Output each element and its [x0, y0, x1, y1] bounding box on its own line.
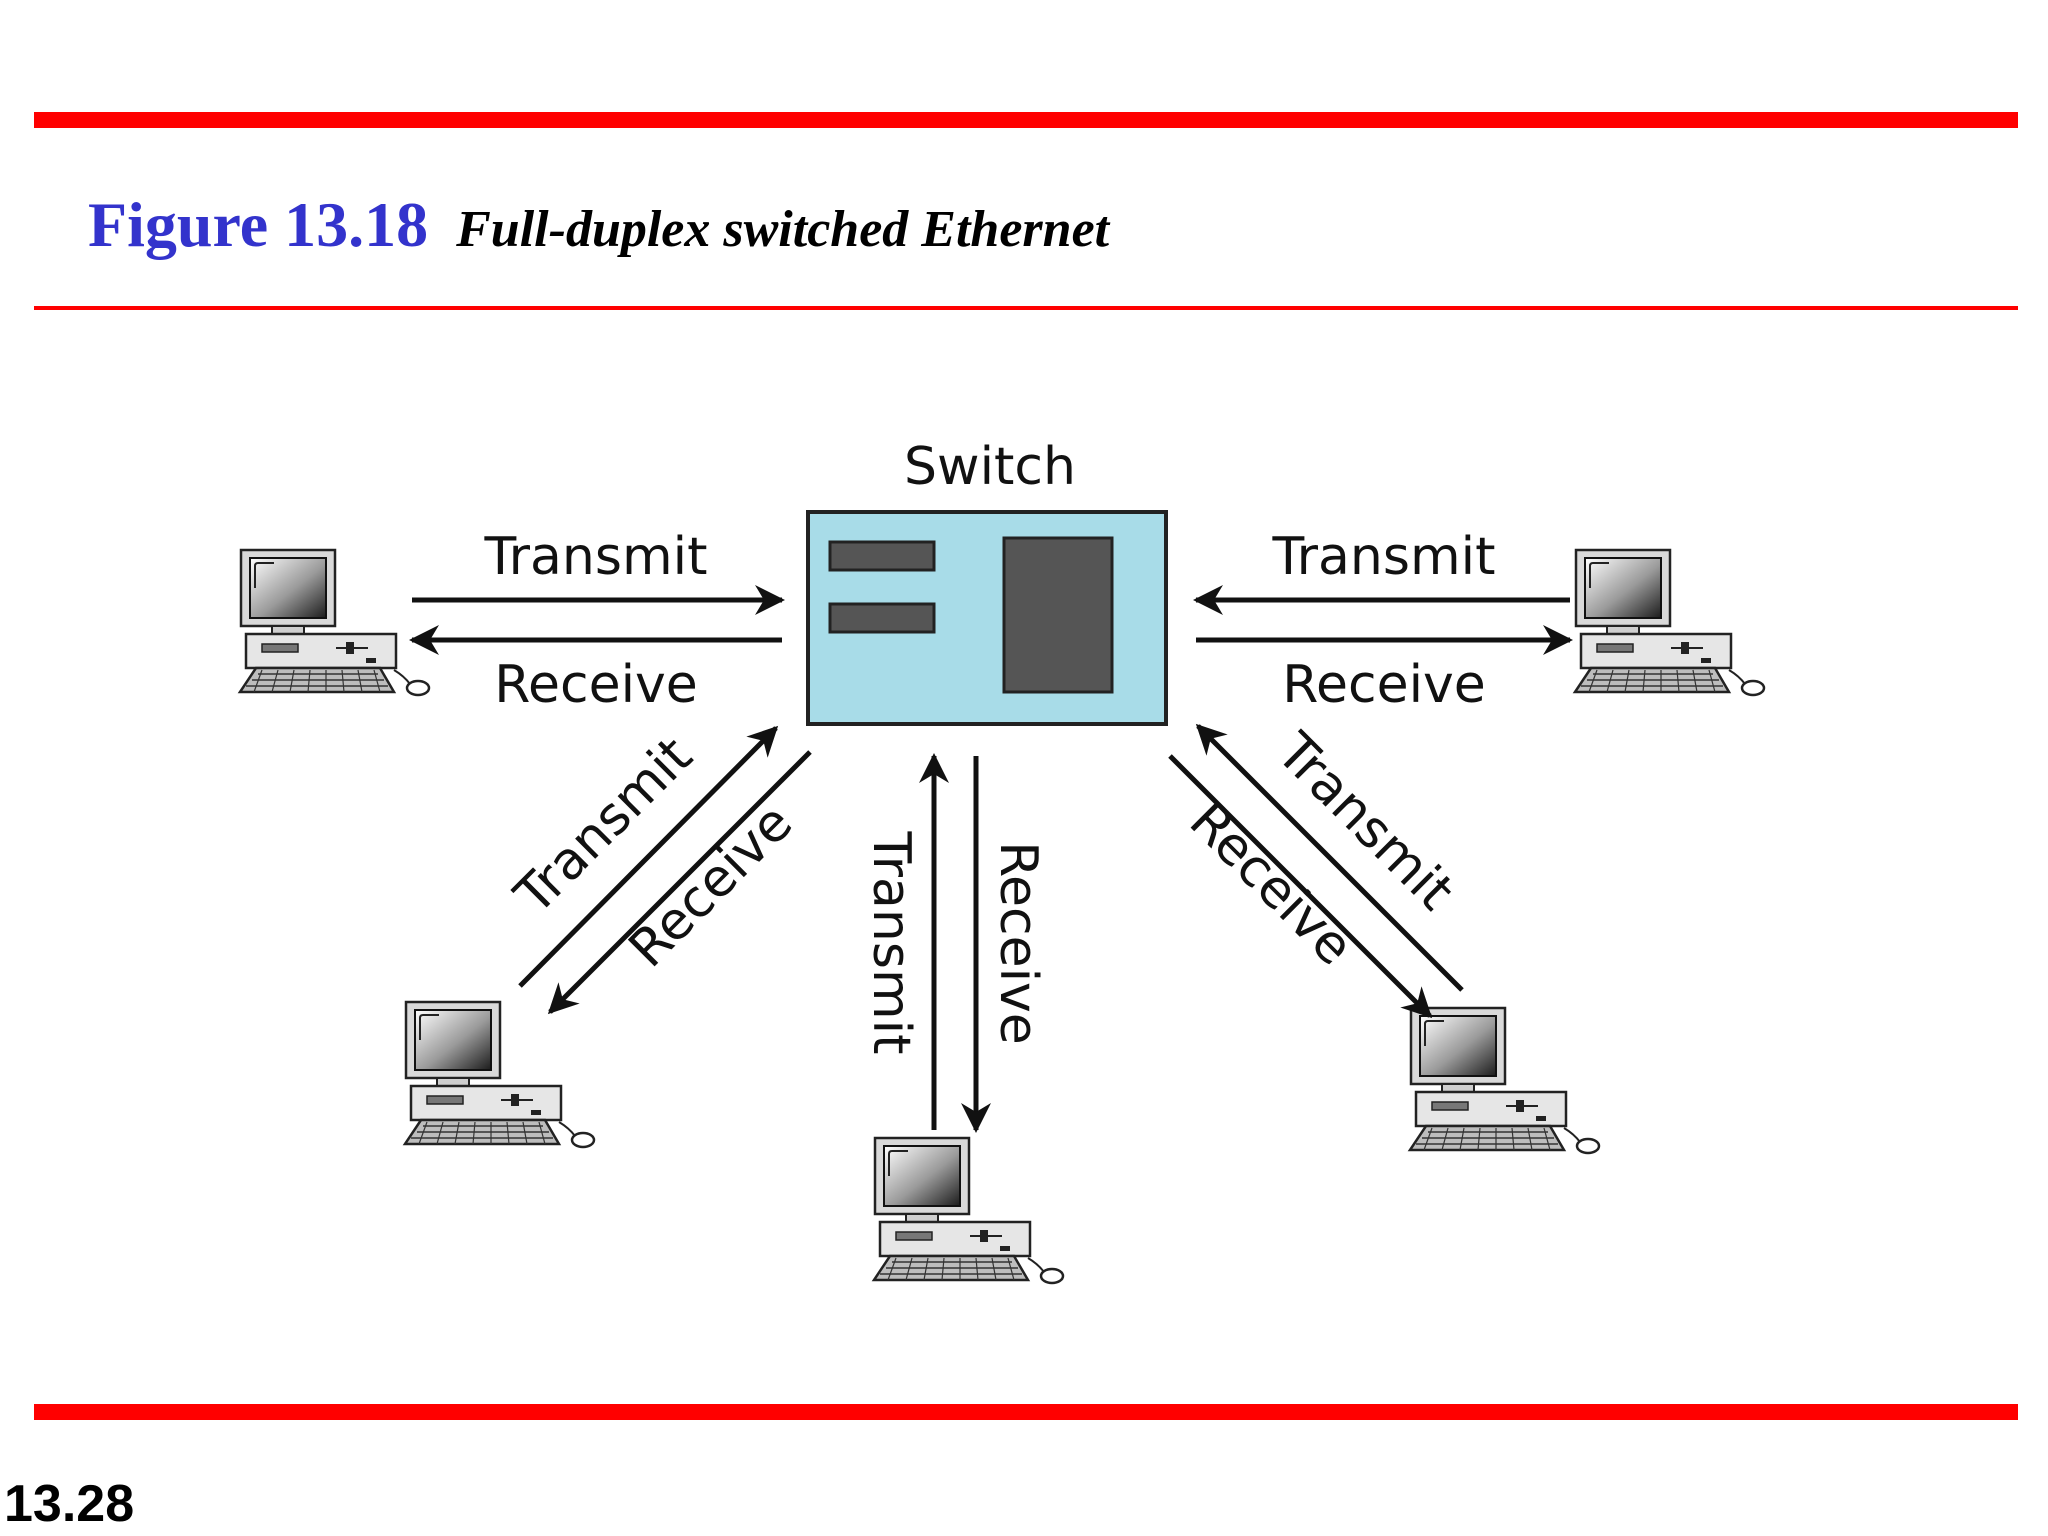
bottom-right-receive-arrow: [1168, 754, 1433, 1019]
switch-port-slot-lower: [828, 602, 936, 634]
computer-bottom-left-icon: [403, 1000, 596, 1149]
computer-right-icon: [1573, 548, 1766, 697]
middle-red-rule: [34, 306, 2018, 310]
page-number: 13.28: [4, 1475, 135, 1533]
bottom-red-rule: [34, 1404, 2018, 1420]
computer-left-icon: [238, 548, 431, 697]
switch-label: Switch: [904, 437, 1076, 497]
switch-port-slot-upper: [828, 540, 936, 572]
bottom-left-transmit-arrow: [518, 725, 779, 988]
bottom-left-receive-arrow: [547, 750, 812, 1015]
bottom-center-receive-label: Receive: [988, 841, 1048, 1045]
figure-caption: Full-duplex switched Ethernet: [456, 201, 1110, 258]
figure-label: Figure 13.18: [88, 189, 429, 260]
top-red-rule: [34, 112, 2018, 128]
bottom-center-transmit-label: Transmit: [861, 831, 921, 1055]
switch-module: [1002, 536, 1114, 694]
figure-title: Figure 13.18 Full-duplex switched Etherne…: [88, 188, 1109, 262]
bottom-right-transmit-arrow: [1195, 723, 1464, 992]
computer-bottom-right-icon: [1408, 1006, 1601, 1155]
computer-bottom-center-icon: [872, 1136, 1065, 1285]
left-transmit-label: Transmit: [484, 527, 708, 587]
right-receive-label: Receive: [1282, 655, 1486, 715]
right-transmit-label: Transmit: [1272, 527, 1496, 587]
left-receive-label: Receive: [494, 655, 698, 715]
